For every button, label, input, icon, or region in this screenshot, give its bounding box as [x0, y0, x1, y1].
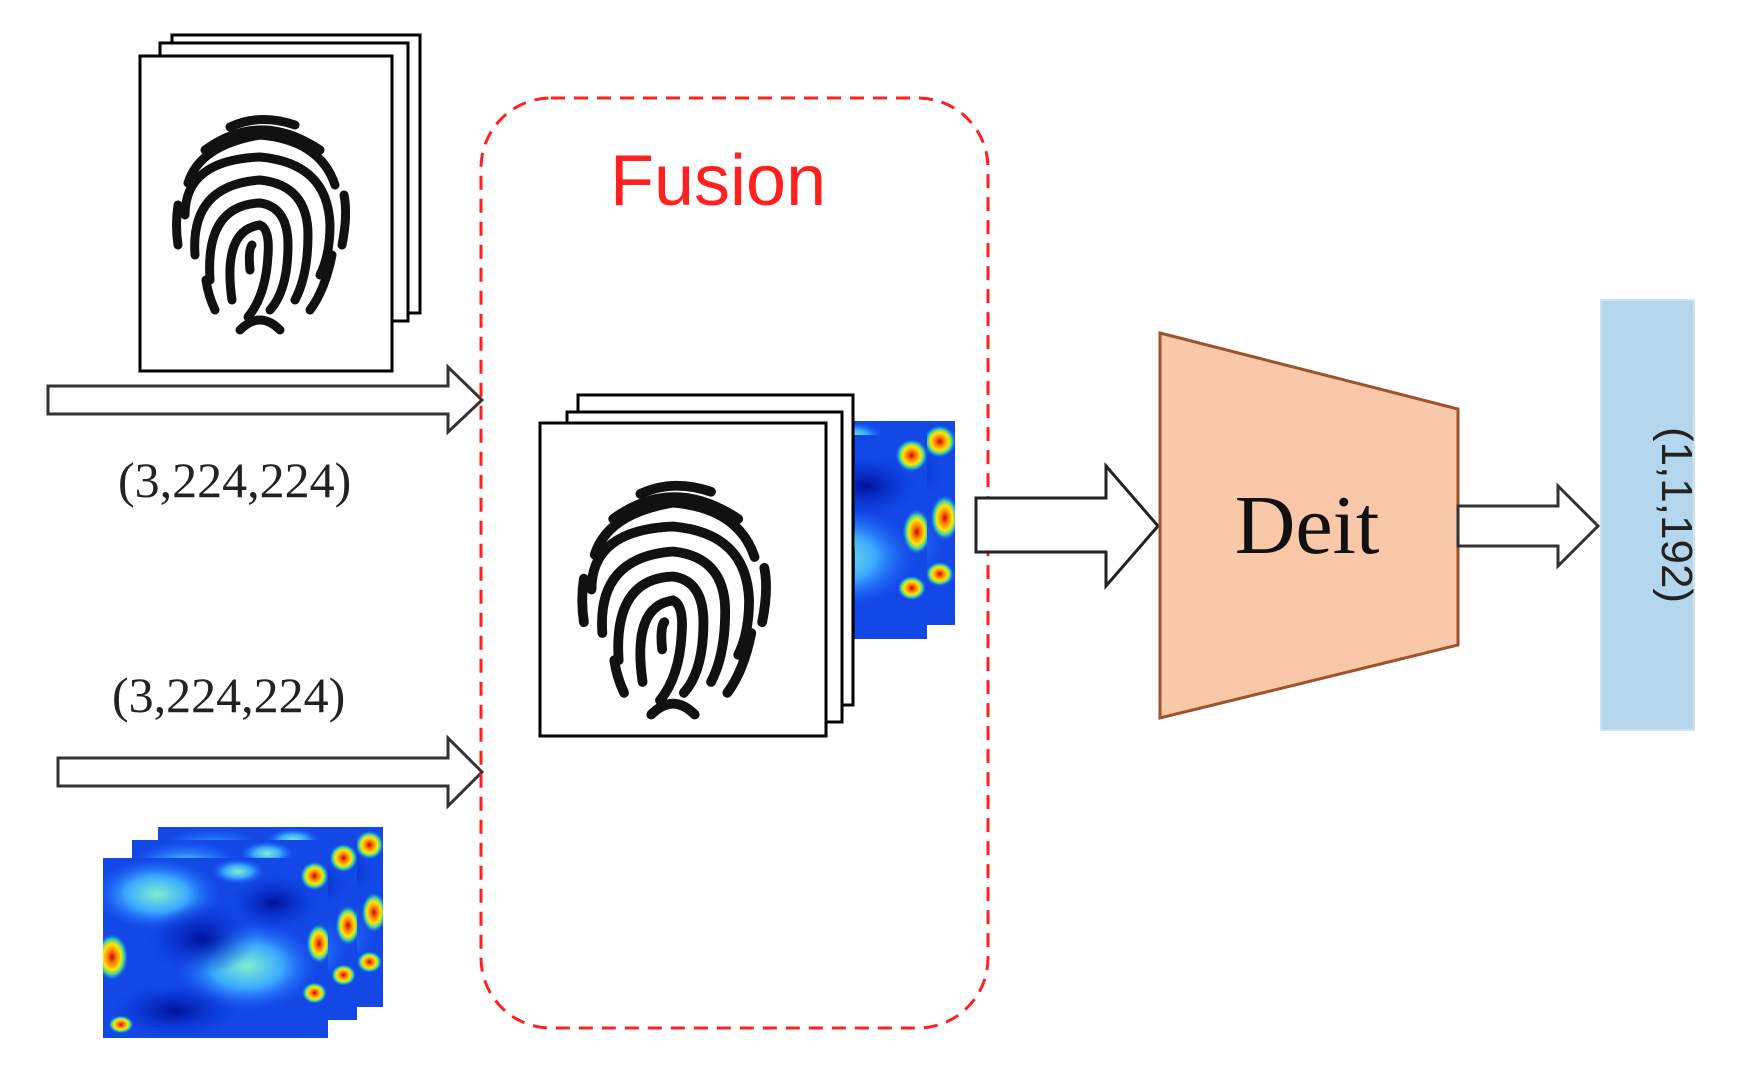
fingerprint-shape-label: (3,224,224): [118, 452, 351, 508]
output-vector: (1,1,192): [1600, 299, 1701, 731]
arrow-icon: [1456, 482, 1601, 570]
arrow-icon: [56, 734, 485, 810]
arrow-icon: [46, 363, 485, 436]
arrow-deit-to-output: [1456, 482, 1601, 570]
fusion-label: Fusion: [610, 141, 826, 221]
arrow-fingerprint-to-fusion: [46, 363, 485, 436]
fingerprint-input-stack: [138, 33, 422, 373]
heatmap-input-stack: [103, 827, 383, 1038]
output-shape-label: (1,1,192): [1652, 427, 1701, 603]
arrow-fusion-to-deit: [974, 461, 1160, 591]
output-box: [1600, 299, 1695, 731]
heatmap-shape-label: (3,224,224): [112, 667, 345, 723]
deit-model: Deit: [1158, 331, 1460, 720]
deit-trapezoid: [1158, 331, 1460, 720]
arrow-heatmap-to-fusion: [56, 734, 485, 810]
arrow-icon: [974, 461, 1160, 591]
fused-feature-stack: [538, 393, 955, 738]
heatmap-icon: [103, 858, 328, 1038]
deit-label: Deit: [1235, 479, 1380, 572]
